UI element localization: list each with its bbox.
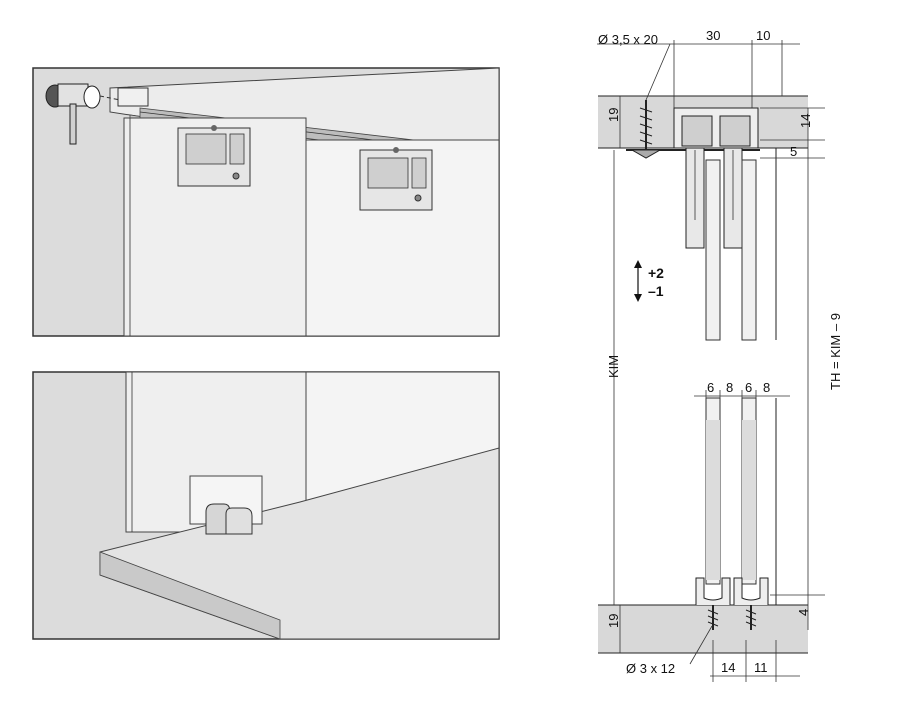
top-installation-illustration bbox=[32, 67, 500, 337]
top-screw-icon bbox=[630, 100, 662, 159]
dimension-lines bbox=[597, 40, 825, 682]
dim-14-bottom: 14 bbox=[721, 660, 735, 675]
door-panels-lower bbox=[705, 397, 777, 605]
th-label: TH = KIM – 9 bbox=[828, 313, 843, 390]
dim-10: 10 bbox=[756, 28, 770, 43]
door-panels-upper bbox=[705, 148, 777, 341]
bottom-board bbox=[598, 605, 808, 653]
door-fitting-right bbox=[359, 147, 433, 211]
dim-8a: 8 bbox=[726, 380, 733, 395]
dim-6b: 6 bbox=[745, 380, 752, 395]
dim-8b: 8 bbox=[763, 380, 770, 395]
adjust-plus-label: +2 bbox=[648, 265, 664, 281]
dim-30: 30 bbox=[706, 28, 720, 43]
screw-bottom-label: Ø 3 x 12 bbox=[626, 661, 675, 676]
dim-4: 4 bbox=[796, 609, 811, 616]
dim-11: 11 bbox=[754, 660, 768, 675]
screw-top-label: Ø 3,5 x 20 bbox=[598, 32, 658, 47]
door-hangers bbox=[685, 147, 743, 249]
kim-label: KIM bbox=[606, 355, 621, 378]
roller-assembly-icon bbox=[45, 83, 149, 145]
floor-guide bbox=[189, 475, 263, 535]
floor-guide-profile bbox=[695, 577, 769, 605]
door-fitting-left bbox=[177, 125, 251, 187]
bottom-installation-illustration bbox=[32, 371, 500, 640]
dim-19-bottom: 19 bbox=[606, 614, 621, 628]
dim-5: 5 bbox=[790, 144, 797, 159]
dim-19-top: 19 bbox=[606, 108, 621, 122]
dim-14: 14 bbox=[798, 114, 813, 128]
section-drawing: Ø 3,5 x 20 30 10 19 14 5 +2 –1 KIM TH = … bbox=[597, 28, 843, 682]
dim-6a: 6 bbox=[707, 380, 714, 395]
bottom-screw-icon bbox=[707, 605, 757, 630]
adjust-minus-label: –1 bbox=[648, 283, 664, 299]
